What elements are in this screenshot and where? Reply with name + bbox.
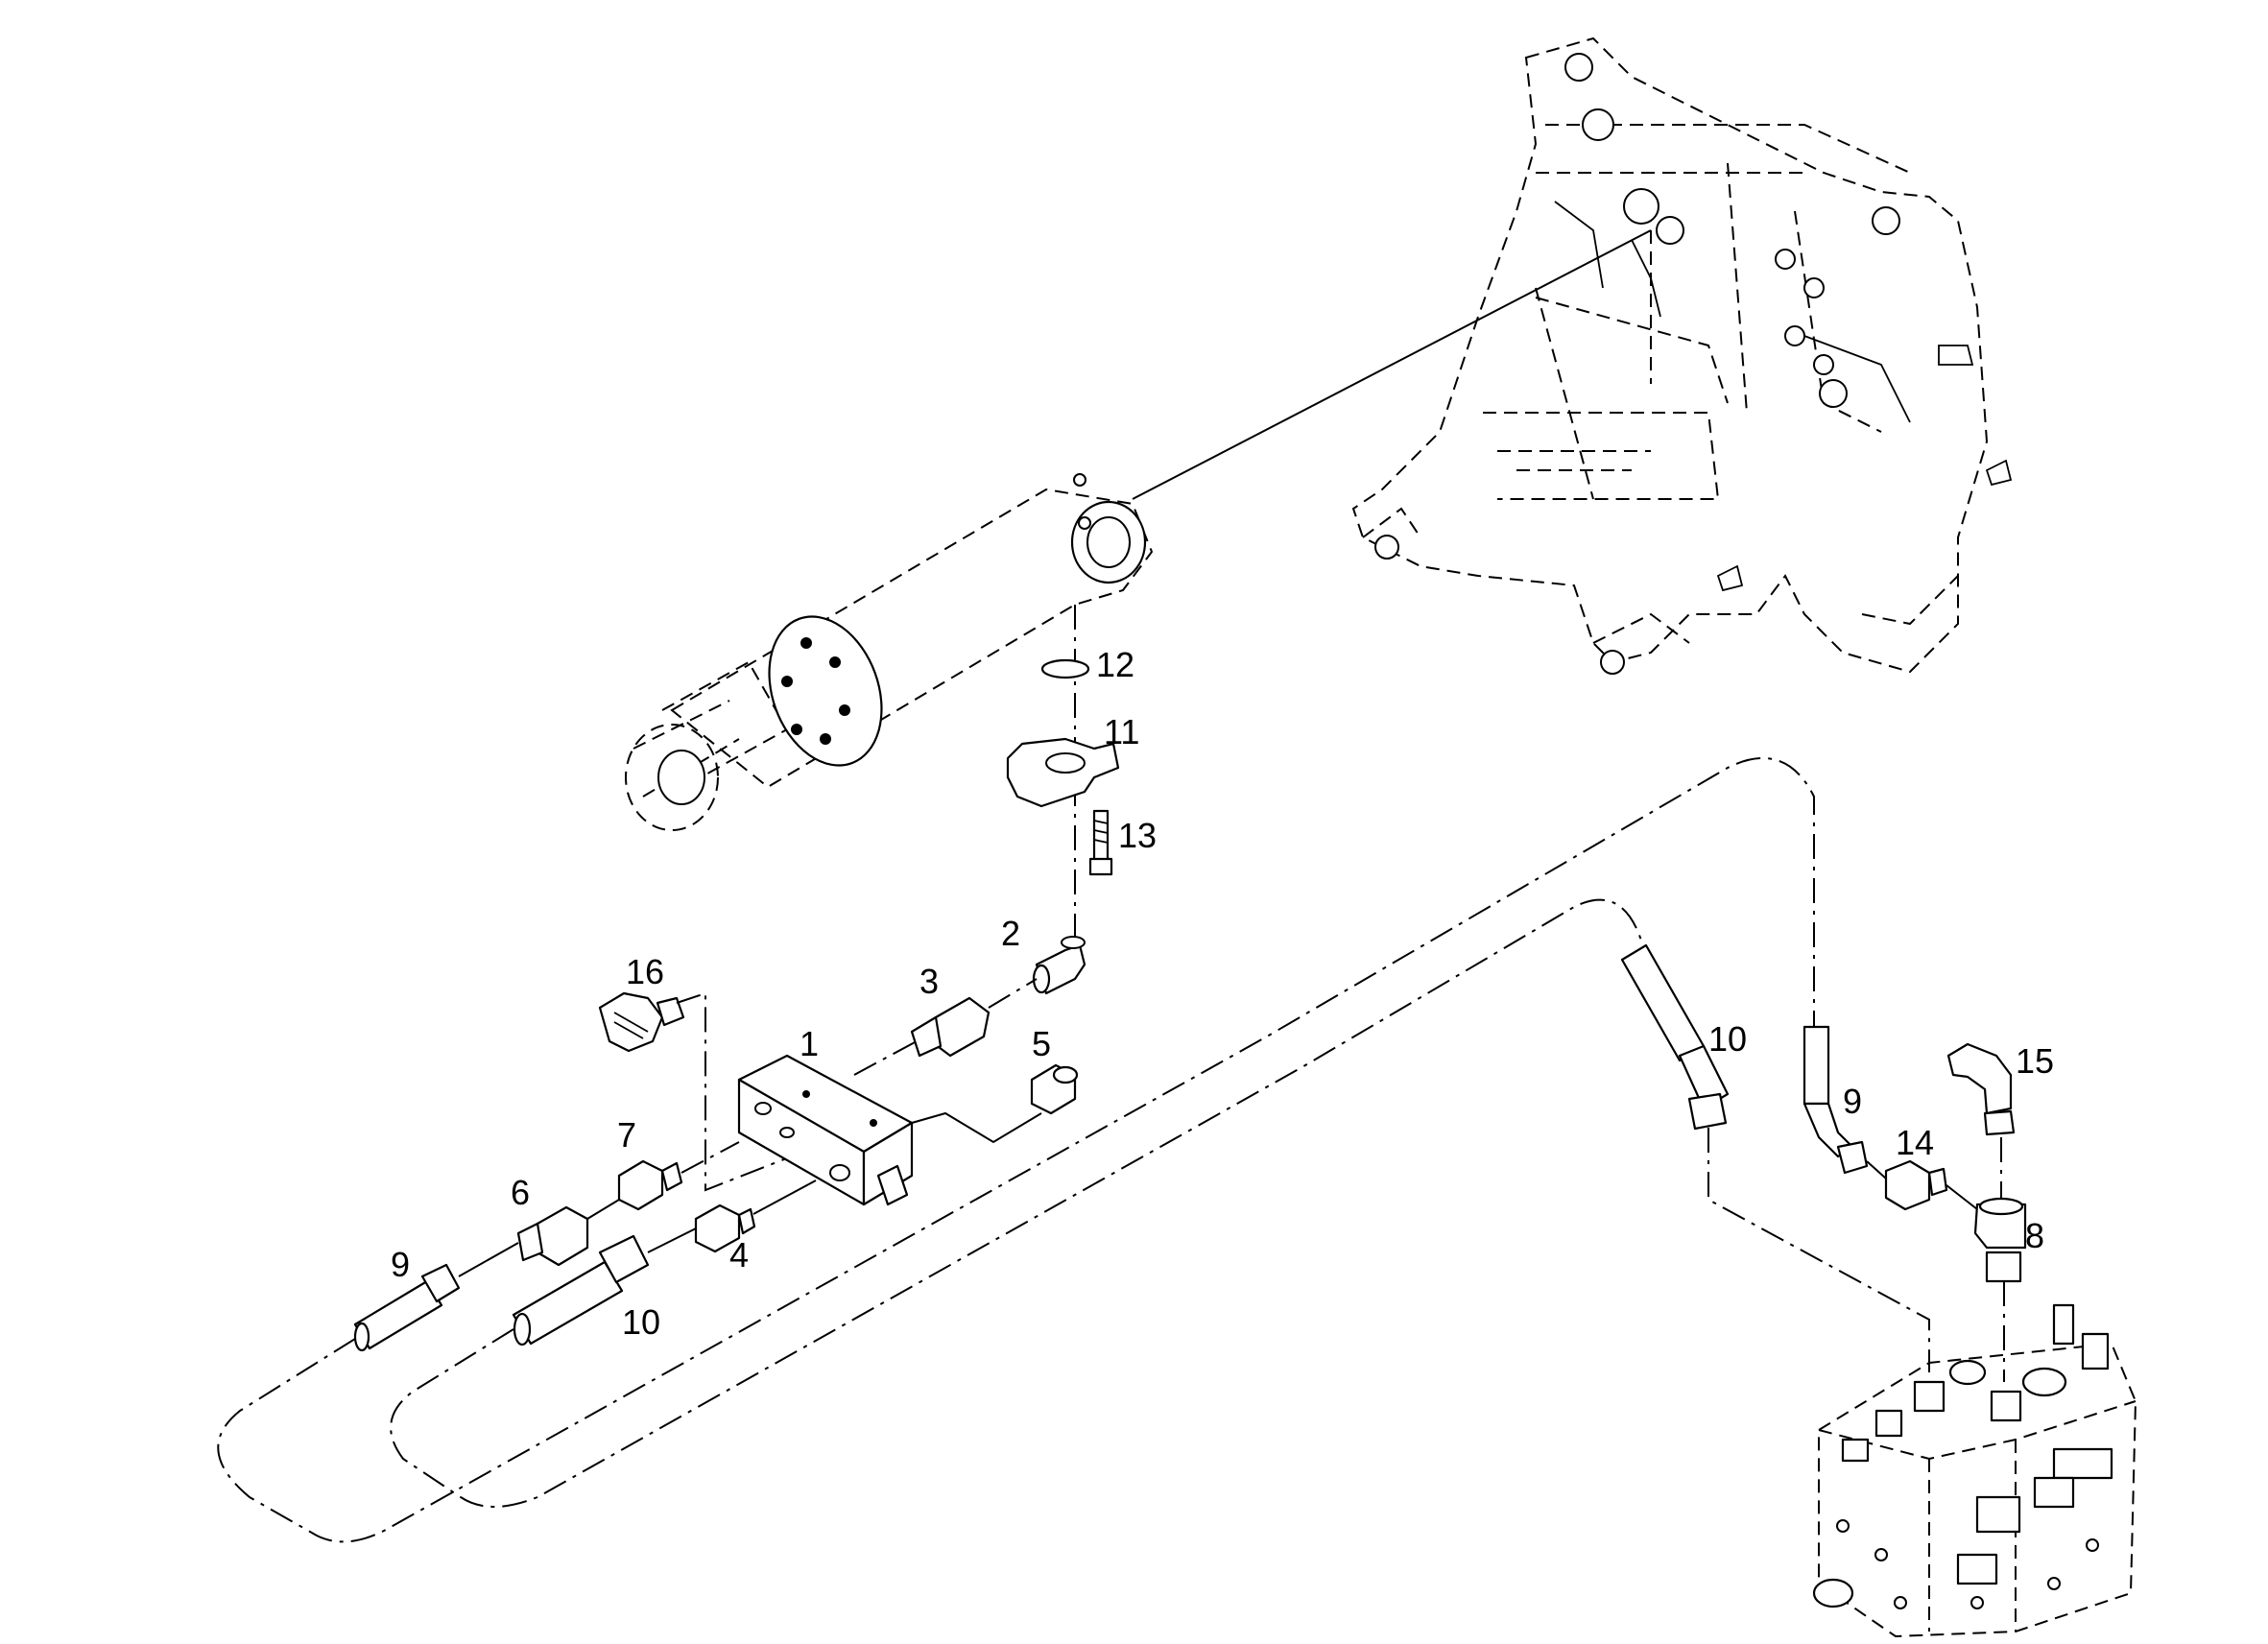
label-16: 16 <box>626 952 664 991</box>
control-valve-bank <box>1812 1303 2137 1638</box>
elbow-fitting-2 <box>1032 936 1086 995</box>
label-3: 3 <box>919 962 939 1001</box>
line-14-to-8 <box>1946 1184 1978 1210</box>
nut-6 <box>516 1205 589 1267</box>
line-10-to-4 <box>647 1227 697 1253</box>
hose-end-10-left <box>512 1234 650 1346</box>
line-4-to-block <box>752 1179 817 1215</box>
hose-end-10-right <box>1620 943 1730 1131</box>
hose-run-inner <box>390 898 1642 1508</box>
plug-5 <box>1030 1063 1079 1115</box>
connector-14 <box>1884 1159 1948 1211</box>
label-9-right: 9 <box>1843 1082 1862 1121</box>
label-5: 5 <box>1032 1024 1051 1063</box>
hose-run-outer <box>217 757 1815 1543</box>
line-9-to-14 <box>1866 1160 1887 1179</box>
label-2: 2 <box>1001 914 1020 953</box>
adapter-3 <box>910 996 991 1058</box>
line-7-to-block <box>680 1141 740 1174</box>
label-7: 7 <box>617 1115 636 1155</box>
label-11: 11 <box>1104 712 1139 751</box>
o-ring-12 <box>1040 658 1090 679</box>
line-9-to-6 <box>458 1242 519 1277</box>
elbow-15 <box>1946 1042 2016 1136</box>
connector-4 <box>694 1203 756 1253</box>
hose-end-9-right <box>1802 1025 1869 1175</box>
label-9-left: 9 <box>391 1245 410 1284</box>
hydraulic-cylinder <box>625 473 1154 831</box>
line-16-to-block <box>676 991 817 1192</box>
line-3-to-2 <box>988 978 1038 1009</box>
screw-13 <box>1088 809 1113 876</box>
label-6: 6 <box>511 1173 530 1212</box>
valve-block-1 <box>737 1054 914 1206</box>
label-13: 13 <box>1118 816 1157 855</box>
line-block-to-5 <box>911 1111 1042 1144</box>
tee-8 <box>1973 1197 2027 1283</box>
label-1: 1 <box>800 1024 819 1063</box>
loader-frame <box>1351 36 2013 675</box>
label-8: 8 <box>2025 1216 2044 1255</box>
line-10-to-valve <box>1707 1128 1930 1372</box>
label-15: 15 <box>2016 1041 2054 1081</box>
connector-7 <box>617 1159 683 1211</box>
label-12: 12 <box>1096 645 1134 684</box>
line-block-to-3 <box>853 1040 918 1076</box>
label-4: 4 <box>729 1235 749 1275</box>
label-10-right: 10 <box>1708 1019 1747 1059</box>
cylinder-to-frame-line <box>1132 229 1652 500</box>
label-14: 14 <box>1896 1123 1934 1162</box>
label-10-left: 10 <box>622 1302 660 1342</box>
hose-end-9-left <box>353 1263 461 1352</box>
split-flange-11 <box>1006 737 1120 808</box>
test-coupling-16 <box>598 991 685 1053</box>
line-6-to-7 <box>586 1199 620 1220</box>
